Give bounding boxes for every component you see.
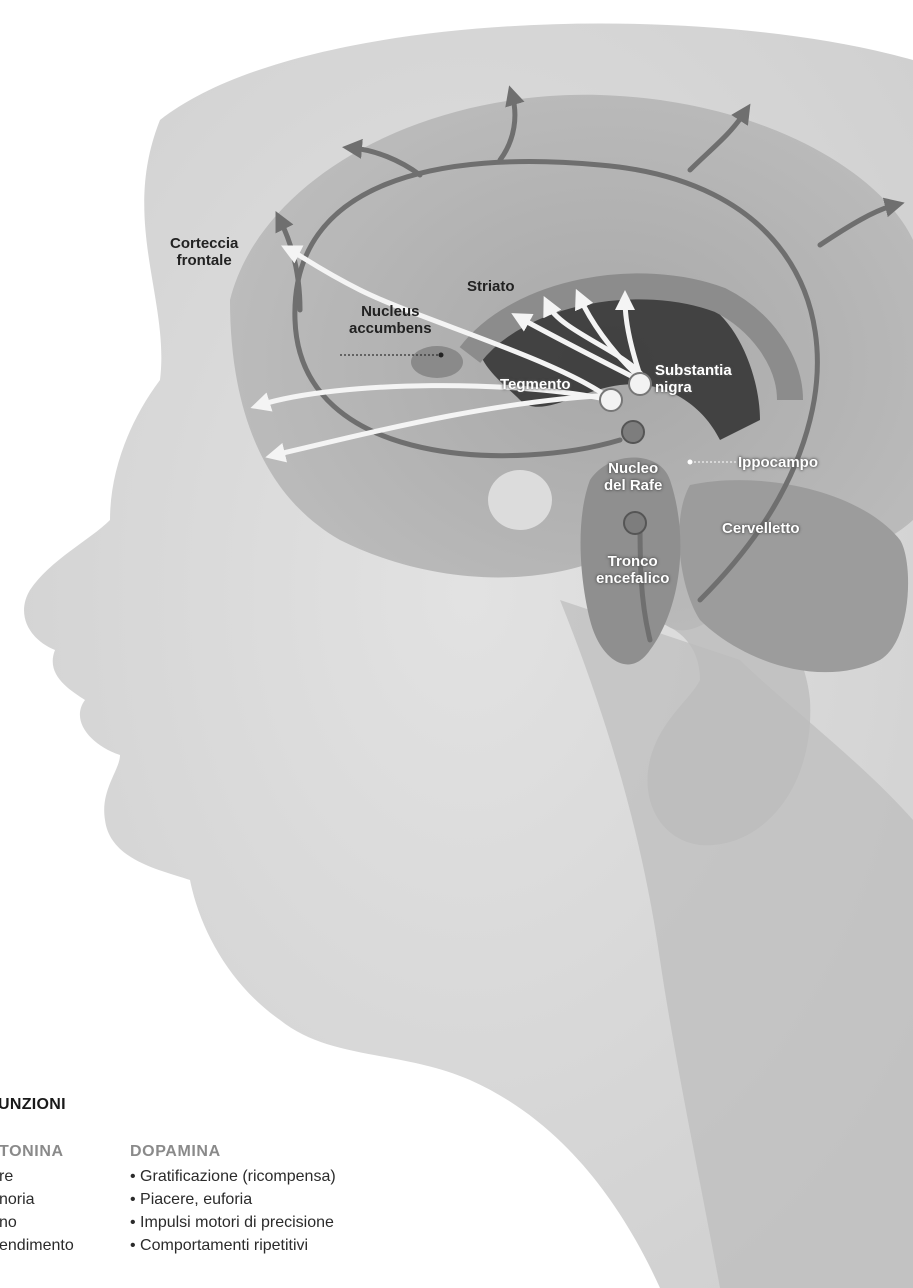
label-tronco-encefalico: Tronco encefalico <box>596 553 669 587</box>
substantia-nigra-node <box>629 373 651 395</box>
serotonina-list: re noria no endimento <box>0 1165 74 1257</box>
list-item: endimento <box>0 1234 74 1257</box>
label-nucleo-del-rafe: Nucleo del Rafe <box>604 460 662 494</box>
serotonina-heading: TONINA <box>0 1143 64 1161</box>
label-tegmento: Tegmento <box>500 376 571 393</box>
list-item: • Gratificazione (ricompensa) <box>130 1165 336 1188</box>
tegmento-node <box>600 389 622 411</box>
raphe-node-lower <box>624 512 646 534</box>
list-item: • Comportamenti ripetitivi <box>130 1234 336 1257</box>
nucleus-accumbens-oval <box>411 346 463 378</box>
label-cervelletto: Cervelletto <box>722 520 800 537</box>
list-item: re <box>0 1165 74 1188</box>
label-ippocampo: Ippocampo <box>738 454 818 471</box>
label-striato: Striato <box>467 278 515 295</box>
thalamus-shape <box>488 470 552 530</box>
list-item: no <box>0 1211 74 1234</box>
list-item: • Impulsi motori di precisione <box>130 1211 336 1234</box>
raphe-node-upper <box>622 421 644 443</box>
dopamina-list: • Gratificazione (ricompensa) • Piacere,… <box>130 1165 336 1257</box>
list-item: noria <box>0 1188 74 1211</box>
ippocampo-dot <box>688 460 693 465</box>
list-item: • Piacere, euforia <box>130 1188 336 1211</box>
label-substantia-nigra: Substantia nigra <box>655 362 732 396</box>
legend-title: UNZIONI <box>0 1096 66 1114</box>
label-nucleus-accumbens: Nucleus accumbens <box>349 303 432 337</box>
dopamina-heading: DOPAMINA <box>130 1143 221 1161</box>
label-corteccia-frontale: Corteccia frontale <box>170 235 238 269</box>
accumbens-dot <box>439 353 444 358</box>
